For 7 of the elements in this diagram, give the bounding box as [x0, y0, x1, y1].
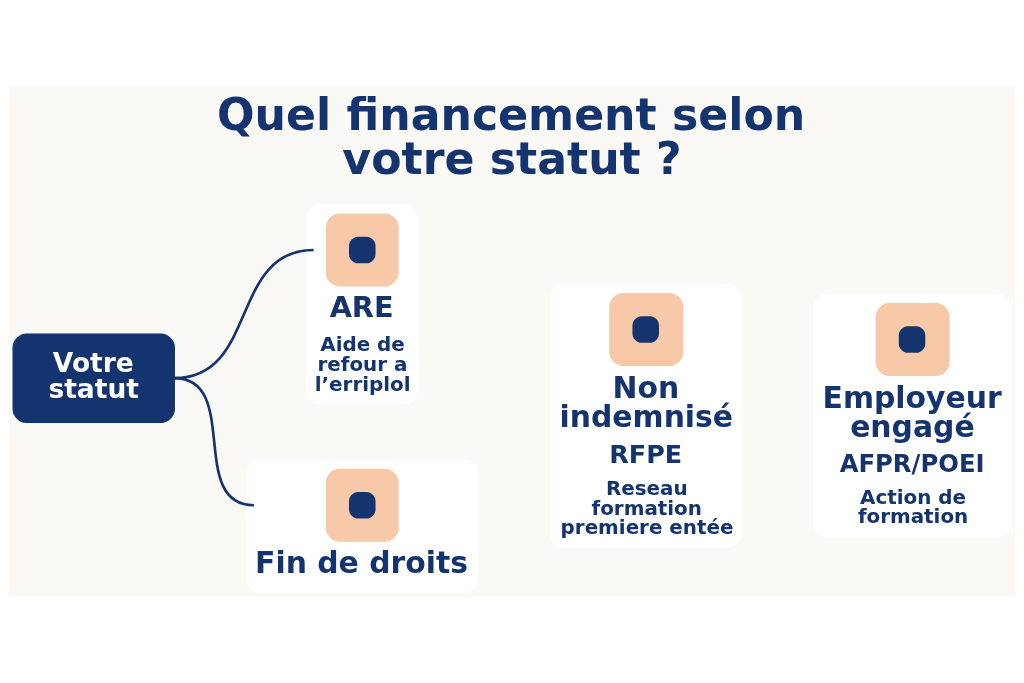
node-box: Fin de droits	[246, 459, 479, 593]
connector	[174, 376, 255, 507]
node-box: Employeur engagé AFPR/POEI Action de formation	[813, 293, 1011, 537]
node-box: ARE Aide de refour a l’erriplol	[305, 203, 419, 404]
node-box: Non indemnisé RFPE Reseau formation premiere entée	[550, 283, 742, 548]
diagram-title: Quel financement selon votre statut ?	[216, 88, 806, 184]
node-box: Votre statut	[12, 332, 175, 423]
